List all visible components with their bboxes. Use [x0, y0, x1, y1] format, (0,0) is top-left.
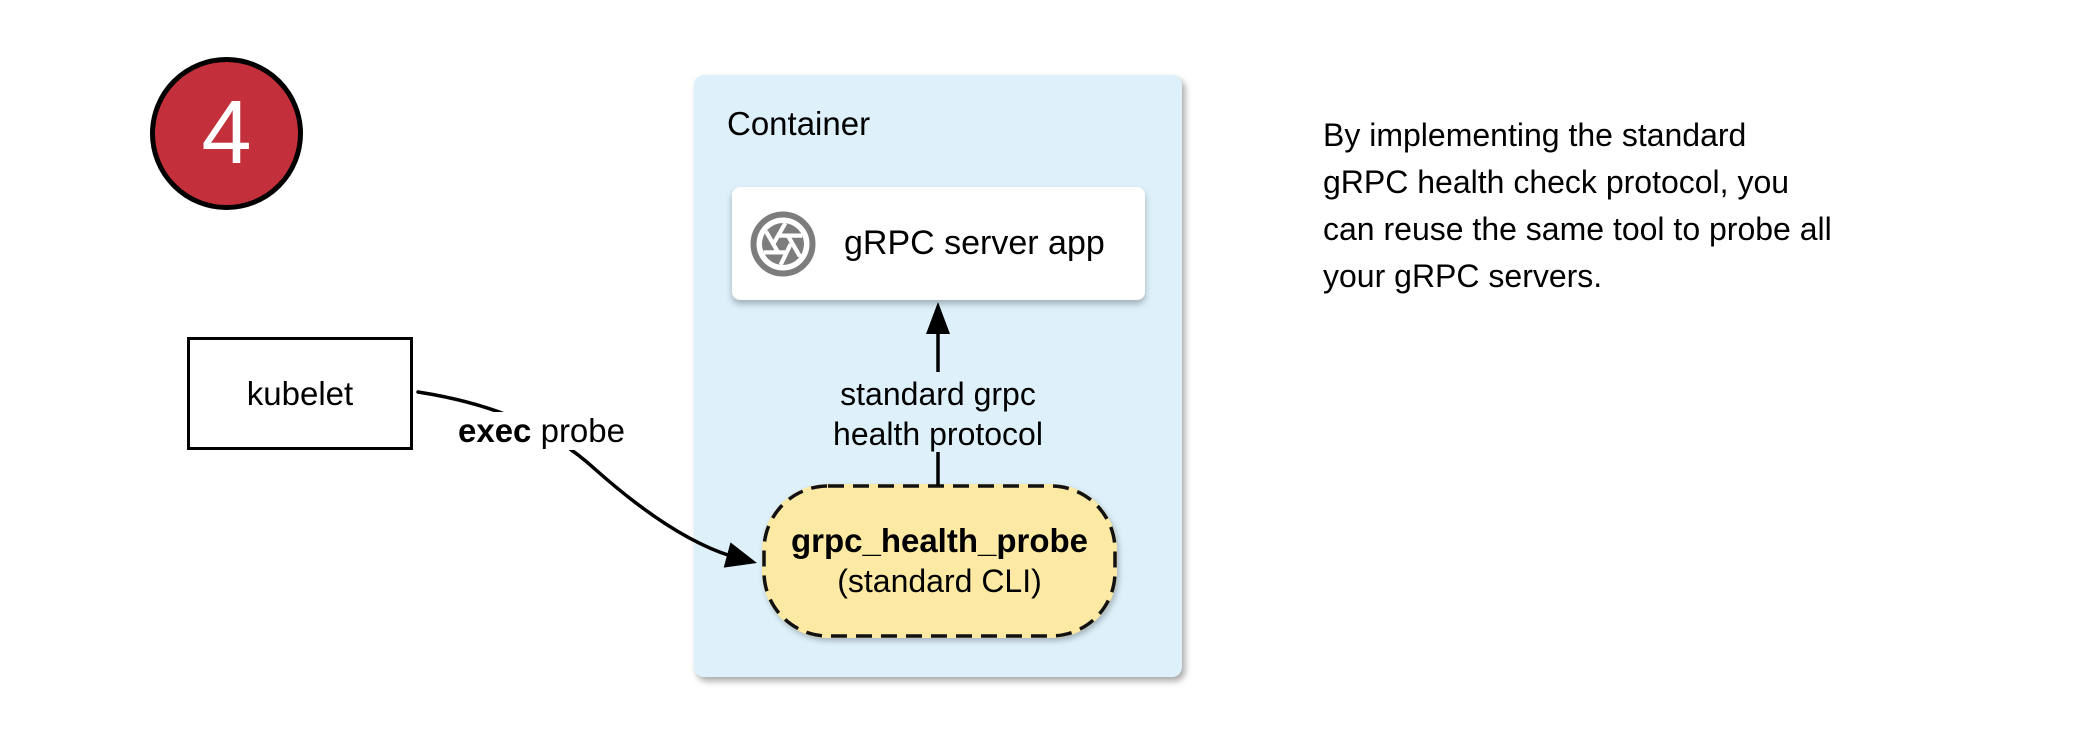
exec-probe-label-rest: probe [531, 412, 625, 449]
aperture-icon [750, 211, 816, 276]
note-line3: can reuse the same tool to probe all [1323, 211, 1832, 247]
grpc-server-app-node: gRPC server app [732, 187, 1145, 300]
note-line2: gRPC health check protocol, you [1323, 164, 1790, 200]
explanatory-note: By implementing the standard gRPC health… [1323, 112, 1832, 300]
protocol-label-line1: standard grpc [840, 376, 1036, 412]
grpc-health-probe-subtitle: (standard CLI) [837, 563, 1042, 599]
exec-probe-label-bold: exec [458, 412, 532, 449]
step-number: 4 [201, 83, 252, 183]
kubelet-node: kubelet [187, 337, 413, 450]
grpc-health-probe-node: grpc_health_probe (standard CLI) [762, 484, 1117, 638]
protocol-arrow-label: standard grpc health protocol [833, 374, 1043, 454]
step-number-badge: 4 [150, 57, 303, 210]
grpc-health-probe-label: grpc_health_probe [790, 522, 1089, 559]
exec-probe-label: exec probe [453, 412, 630, 450]
kubelet-label: kubelet [246, 374, 354, 412]
grpc-server-app-label: gRPC server app [844, 224, 1105, 262]
protocol-label-line2: health protocol [833, 416, 1043, 452]
note-line4: your gRPC servers. [1323, 258, 1603, 294]
note-line1: By implementing the standard [1323, 117, 1747, 153]
container-title: Container [727, 105, 871, 142]
